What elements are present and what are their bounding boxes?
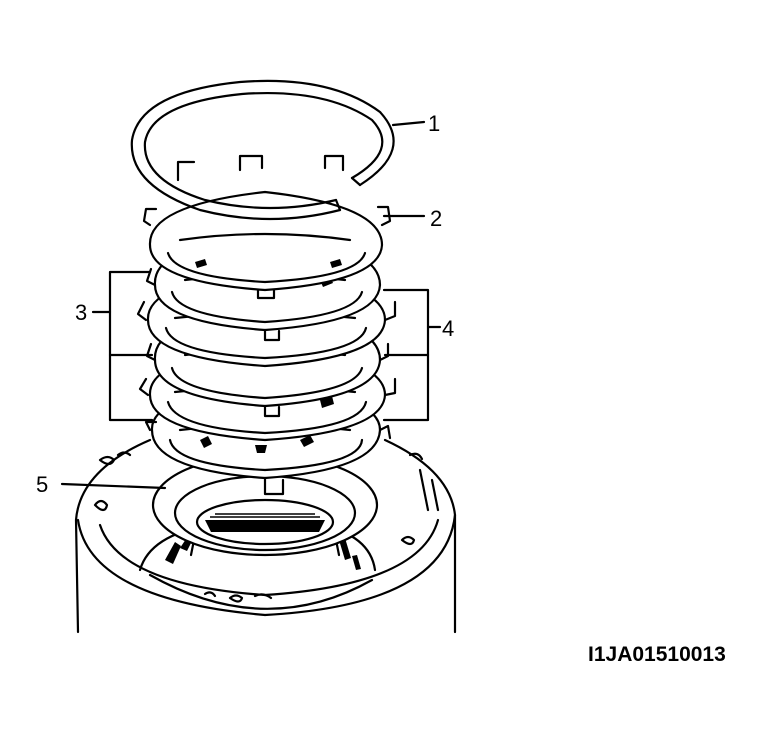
callout-3: 3 — [75, 300, 87, 325]
callout-5: 5 — [36, 472, 48, 497]
part-5-disc — [151, 453, 379, 557]
callout-2: 2 — [430, 206, 442, 231]
part-1-snap-ring — [130, 79, 395, 221]
callout-1: 1 — [428, 111, 440, 136]
callout-labels: 1 2 3 4 5 — [36, 111, 454, 497]
image-code: I1JA01510013 — [588, 643, 726, 666]
callout-4: 4 — [442, 316, 454, 341]
clutch-drum-housing — [74, 438, 457, 634]
leader-lines — [60, 120, 442, 490]
plate-stack — [136, 154, 397, 496]
